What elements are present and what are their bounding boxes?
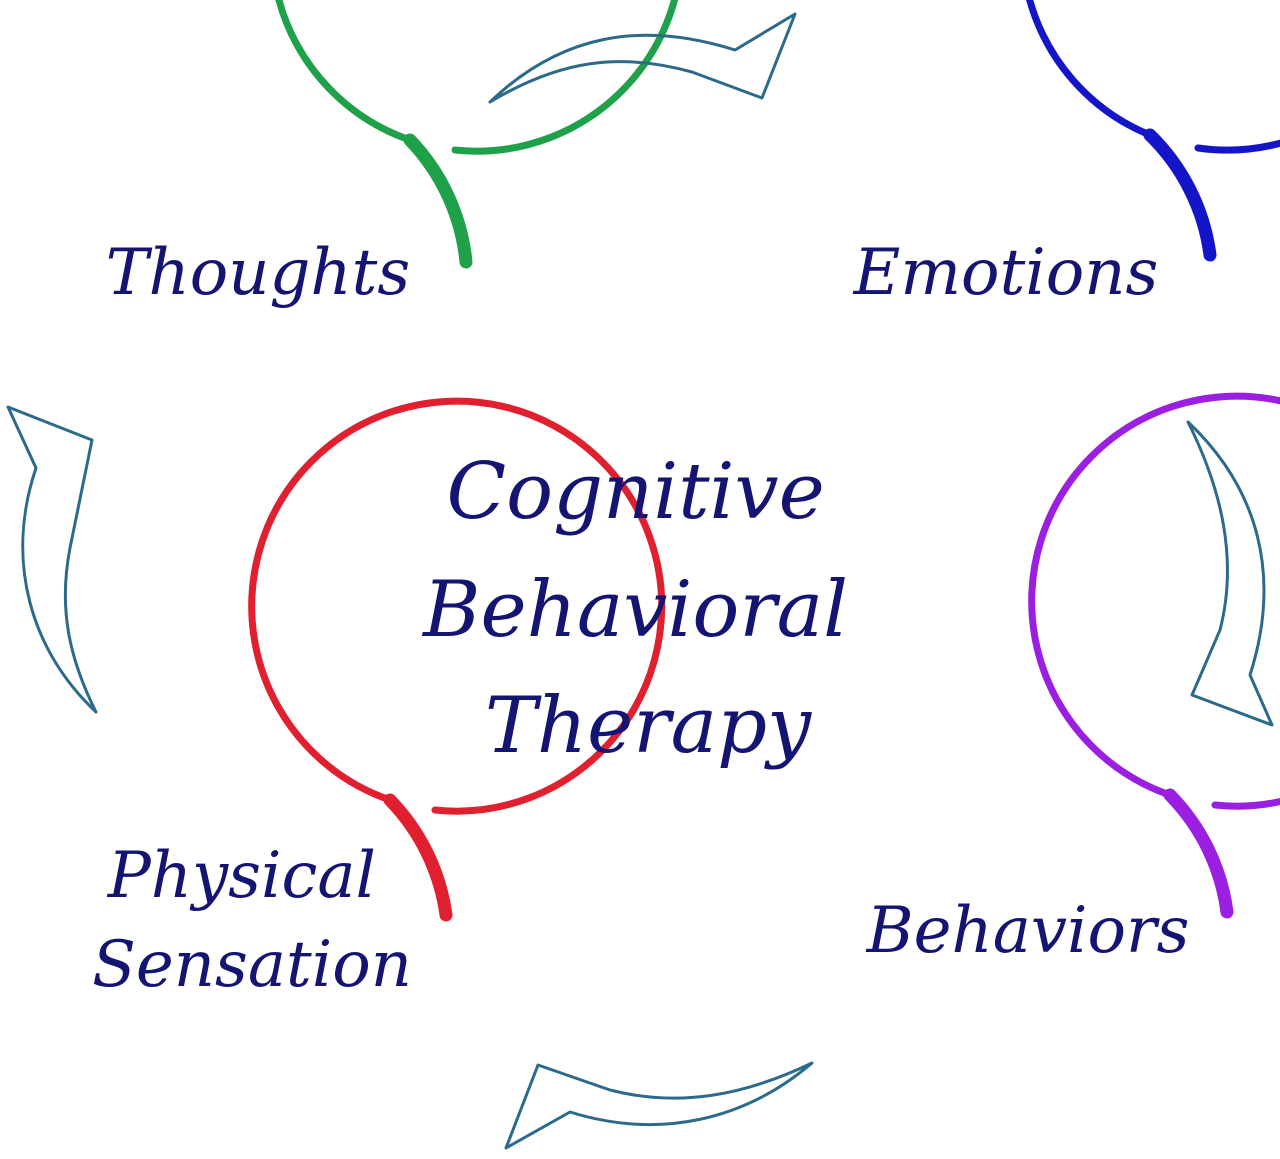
behaviors-circle-brush — [1163, 788, 1234, 919]
physical-sensation-circle — [248, 397, 666, 815]
node-emotions: Emotions — [853, 0, 1280, 310]
center-title-line-1: Cognitive — [446, 447, 824, 537]
center-title: Cognitive Behavioral Therapy — [421, 447, 873, 771]
physical-sensation-label-line-1: Physical — [107, 839, 376, 913]
arrow-physical-sensation-to-thoughts — [6, 405, 98, 714]
emotions-circle — [1026, 0, 1280, 154]
arrow-thoughts-to-emotions — [488, 12, 797, 104]
center-title-line-2: Behavioral — [421, 565, 848, 655]
center-title-line-3: Therapy — [485, 681, 812, 771]
behaviors-label: Behaviors — [866, 894, 1190, 968]
node-behaviors: Behaviors — [866, 392, 1280, 968]
arrow-emotions-to-behaviors — [1186, 420, 1274, 727]
emotions-circle-brush — [1143, 128, 1217, 262]
behaviors-circle — [1028, 392, 1280, 810]
node-physical-sensation: Physical Sensation — [92, 397, 666, 1002]
thoughts-circle-brush — [403, 133, 473, 269]
node-thoughts: Thoughts — [106, 0, 679, 310]
arrow-behaviors-to-physical-sensation — [504, 1061, 814, 1150]
physical-sensation-label-line-2: Sensation — [92, 928, 412, 1002]
physical-sensation-label: Physical Sensation — [92, 839, 412, 1002]
thoughts-label: Thoughts — [106, 236, 410, 310]
physical-sensation-circle-brush — [383, 793, 453, 922]
emotions-label: Emotions — [853, 236, 1159, 310]
thoughts-circle — [275, 0, 679, 155]
